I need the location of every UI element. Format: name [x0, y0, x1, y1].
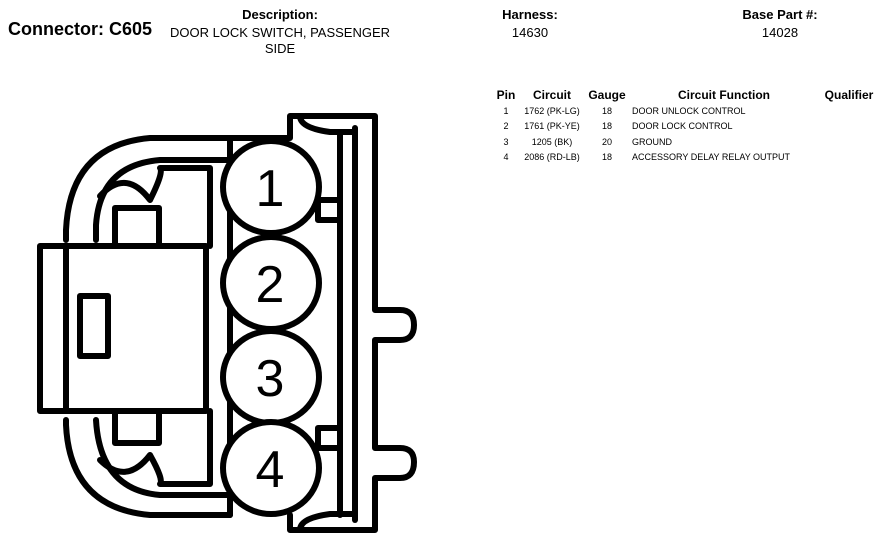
housing-top-curve — [63, 135, 233, 243]
pin-cavities — [220, 138, 322, 517]
pin-number-4: 4 — [256, 441, 285, 499]
table-row: 2 1761 (PK-YE) 18 DOOR LOCK CONTROL — [493, 119, 879, 135]
bottom-tab — [112, 408, 162, 446]
body-right-outline — [227, 113, 417, 533]
body-top-edge — [297, 113, 358, 135]
header-gauge: Gauge — [588, 87, 626, 102]
cell-pin: 3 — [503, 136, 509, 147]
top-tab — [112, 205, 162, 249]
header-pin: Pin — [496, 87, 516, 102]
pin-numbers: 1 2 3 4 — [256, 160, 285, 499]
base-part-heading: Base Part #: — [742, 7, 818, 22]
cell-function: DOOR LOCK CONTROL — [632, 121, 733, 132]
header-circuit: Circuit — [532, 87, 571, 102]
table-row: 1 1762 (PK-LG) 18 DOOR UNLOCK CONTROL — [493, 103, 879, 119]
cell-function: ACCESSORY DELAY RELAY OUTPUT — [632, 152, 791, 163]
pin-number-1: 1 — [256, 160, 285, 218]
cell-gauge: 18 — [601, 152, 612, 163]
cell-circuit: 1762 (PK-LG) — [524, 105, 580, 116]
latch-slot — [77, 293, 111, 359]
cell-pin: 2 — [503, 121, 509, 132]
header-qualifier: Qualifier — [824, 87, 874, 102]
body-bottom-edge — [297, 511, 358, 533]
key-notch-top — [315, 197, 343, 223]
table-row: 3 1205 (BK) 20 GROUND — [493, 134, 879, 150]
harness-value: 14630 — [511, 25, 549, 40]
connector-label: Connector: C605 — [8, 19, 153, 39]
connector-housing — [37, 113, 417, 533]
table-row: 4 2086 (RD-LB) 18 ACCESSORY DELAY RELAY … — [493, 150, 879, 166]
cell-gauge: 20 — [601, 136, 612, 147]
description-line-1: DOOR LOCK SWITCH, PASSENGER — [169, 25, 391, 40]
housing-inner-bottom — [93, 417, 233, 498]
cell-pin: 1 — [503, 105, 509, 116]
cell-gauge: 18 — [601, 105, 612, 116]
housing-inner-top — [93, 157, 233, 243]
description-value: DOOR LOCK SWITCH, PASSENGER SIDE — [160, 25, 400, 57]
pin-cavity-4 — [220, 419, 322, 517]
base-part-value: 14028 — [761, 25, 799, 40]
pin-number-3: 3 — [256, 350, 285, 408]
cell-circuit: 2086 (RD-LB) — [524, 152, 580, 163]
cell-pin: 4 — [503, 152, 509, 163]
cell-circuit: 1761 (PK-YE) — [524, 121, 580, 132]
cell-gauge: 18 — [601, 121, 612, 132]
key-notch — [315, 425, 343, 451]
pin-number-2: 2 — [256, 256, 285, 314]
header-circuit-function: Circuit Function — [678, 87, 770, 102]
top-tab-hook — [97, 165, 213, 249]
cell-circuit: 1205 (BK) — [531, 136, 573, 147]
harness-heading: Harness: — [502, 7, 558, 22]
pin-cavity-1 — [220, 138, 322, 236]
pin-table: Pin Circuit Gauge Circuit Function Quali… — [493, 86, 879, 165]
cell-function: GROUND — [632, 136, 672, 147]
description-line-2: SIDE — [264, 41, 296, 56]
bottom-tab-hook — [97, 408, 213, 487]
description-heading: Description: — [242, 7, 318, 22]
cell-function: DOOR UNLOCK CONTROL — [632, 105, 746, 116]
housing-bottom-curve — [63, 417, 233, 518]
pin-table-header: Pin Circuit Gauge Circuit Function Quali… — [493, 86, 879, 103]
